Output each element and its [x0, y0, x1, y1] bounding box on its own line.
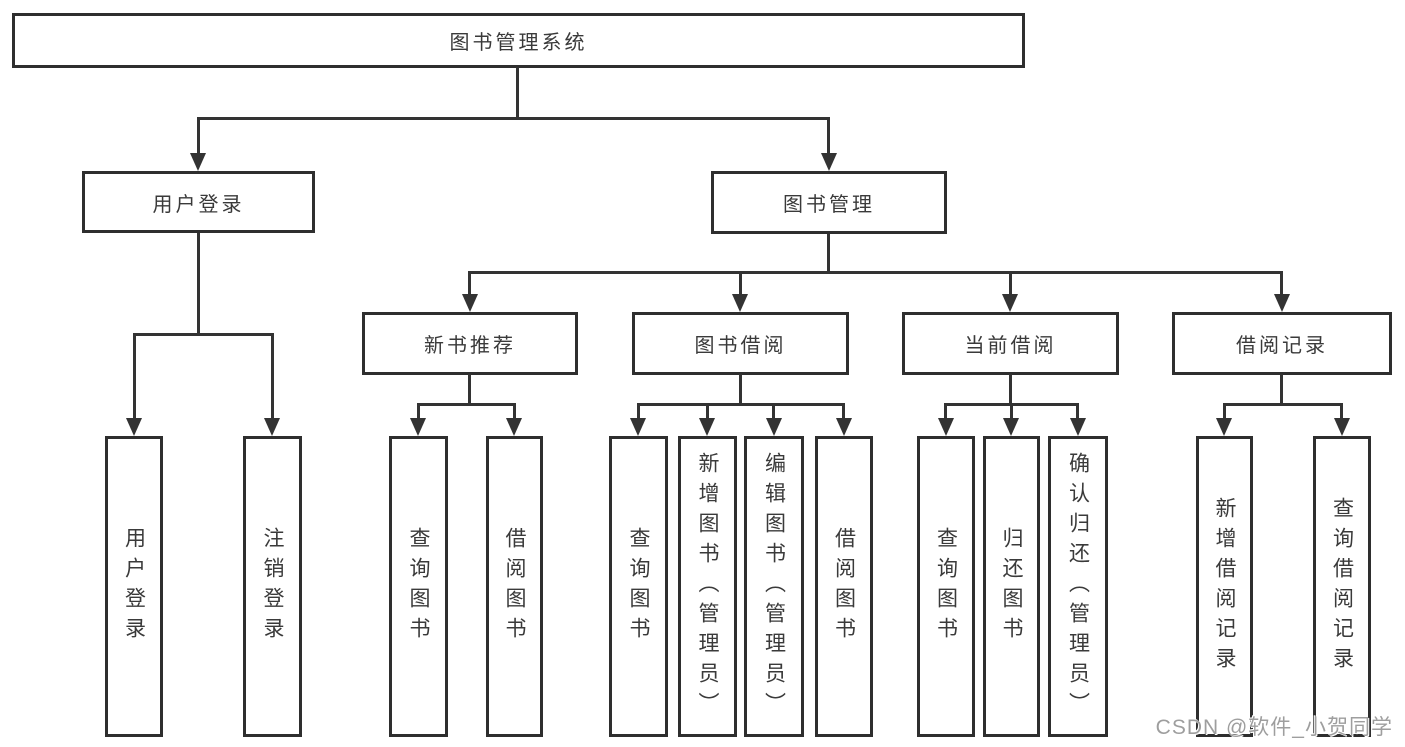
connector-stem [516, 67, 519, 120]
connector-rail [133, 333, 274, 336]
connector-drop [772, 403, 775, 420]
connector-drop [417, 403, 420, 420]
connector-drop [637, 403, 640, 420]
arrowhead-down-icon [126, 418, 142, 436]
connector-drop [197, 117, 200, 153]
connector-stem [1009, 374, 1012, 406]
connector-drop [739, 271, 742, 294]
connector-drop [1223, 403, 1226, 420]
connector-rail [417, 403, 516, 406]
arrowhead-down-icon [190, 153, 206, 171]
node-current-borrow: 当前借阅 [902, 312, 1119, 375]
arrowhead-down-icon [821, 153, 837, 171]
arrowhead-down-icon [630, 418, 646, 436]
connector-stem [1280, 374, 1283, 406]
leaf-query-borrow-record: 查询借阅记录 [1313, 436, 1371, 737]
leaf-return-books: 归还图书 [983, 436, 1040, 737]
connector-stem [827, 234, 830, 274]
arrowhead-down-icon [410, 418, 426, 436]
arrowhead-down-icon [699, 418, 715, 436]
connector-drop [133, 333, 136, 418]
connector-drop [513, 403, 516, 420]
connector-drop [842, 403, 845, 420]
leaf-user-login: 用户登录 [105, 436, 163, 737]
connector-drop [944, 403, 947, 420]
arrowhead-down-icon [766, 418, 782, 436]
leaf-edit-books-admin: 编辑图书（管理员） [744, 436, 804, 737]
connector-drop [468, 271, 471, 294]
connector-drop [1076, 403, 1079, 420]
connector-drop [271, 333, 274, 418]
connector-rail [637, 403, 845, 406]
connector-drop [706, 403, 709, 420]
leaf-logout: 注销登录 [243, 436, 302, 737]
arrowhead-down-icon [506, 418, 522, 436]
leaf-borrow-books-2: 借阅图书 [815, 436, 873, 737]
arrowhead-down-icon [1334, 418, 1350, 436]
watermark: CSDN @软件_小贺同学 [1155, 716, 1393, 739]
node-user-login: 用户登录 [82, 171, 315, 233]
arrowhead-down-icon [1003, 418, 1019, 436]
leaf-query-books-1: 查询图书 [389, 436, 448, 737]
arrowhead-down-icon [462, 294, 478, 312]
arrowhead-down-icon [836, 418, 852, 436]
connector-drop [1010, 403, 1013, 420]
arrowhead-down-icon [264, 418, 280, 436]
node-root: 图书管理系统 [12, 13, 1025, 68]
connector-rail [1223, 403, 1343, 406]
connector-rail [197, 117, 830, 120]
node-book-management: 图书管理 [711, 171, 947, 234]
node-new-book-recommend: 新书推荐 [362, 312, 578, 375]
arrowhead-down-icon [732, 294, 748, 312]
leaf-add-borrow-record: 新增借阅记录 [1196, 436, 1253, 737]
connector-drop [1280, 271, 1283, 294]
leaf-query-books-2: 查询图书 [609, 436, 668, 737]
connector-drop [1340, 403, 1343, 420]
arrowhead-down-icon [938, 418, 954, 436]
connector-drop [827, 117, 830, 153]
connector-drop [1009, 271, 1012, 294]
node-book-borrow: 图书借阅 [632, 312, 849, 375]
connector-stem [468, 374, 471, 406]
connector-stem [197, 233, 200, 336]
leaf-borrow-books-1: 借阅图书 [486, 436, 543, 737]
connector-rail [468, 271, 1283, 274]
connector-stem [739, 374, 742, 406]
arrowhead-down-icon [1216, 418, 1232, 436]
node-borrow-records: 借阅记录 [1172, 312, 1392, 375]
arrowhead-down-icon [1070, 418, 1086, 436]
leaf-query-books-3: 查询图书 [917, 436, 975, 737]
arrowhead-down-icon [1274, 294, 1290, 312]
leaf-confirm-return-admin: 确认归还（管理员） [1048, 436, 1108, 737]
arrowhead-down-icon [1002, 294, 1018, 312]
leaf-add-books-admin: 新增图书（管理员） [678, 436, 737, 737]
